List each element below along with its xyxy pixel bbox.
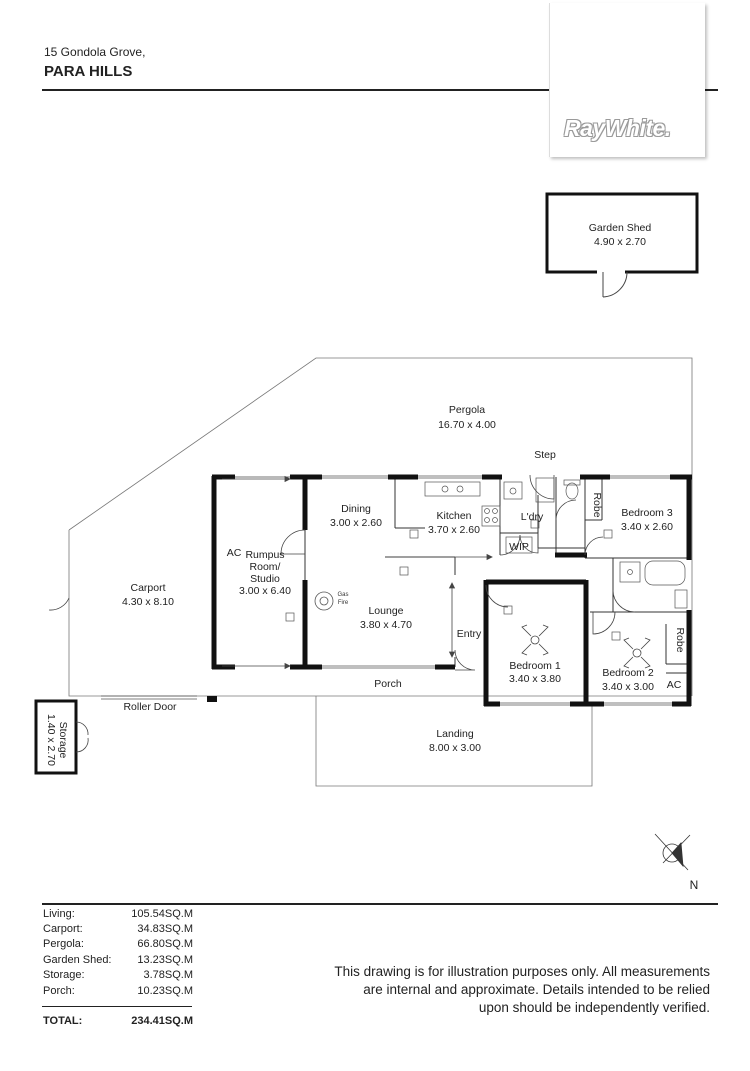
area-row: Storage: 3.78SQ.M [43, 968, 193, 983]
shed-door-swing [602, 271, 628, 298]
lounge-label: Lounge [368, 605, 403, 617]
area-total-row: TOTAL: 234.41SQ.M [43, 1014, 193, 1029]
roller-door-post [207, 696, 217, 702]
rumpus-dims: 3.00 x 6.40 [239, 585, 291, 597]
compass-icon [654, 833, 691, 871]
area-row: Carport: 34.83SQ.M [43, 922, 193, 937]
robe-bed2-label: Robe [674, 627, 686, 652]
bedroom1-label: Bedroom 1 [509, 660, 561, 672]
area-label: Storage: [43, 969, 85, 981]
dining-dims: 3.00 x 2.60 [330, 517, 382, 529]
footer-rule [42, 903, 718, 905]
shed-door-opening [597, 270, 625, 275]
carport-label: Carport [130, 582, 165, 594]
pergola-outline [68, 357, 693, 697]
disclaimer: This drawing is for illustration purpose… [290, 963, 710, 1017]
rumpus-label-3: Studio [250, 573, 280, 585]
pergola-label: Pergola [449, 404, 485, 416]
area-label: Carport: [43, 923, 83, 935]
bedroom2-label: Bedroom 2 [602, 667, 654, 679]
electrical-points [285, 519, 621, 641]
pergola-dims: 16.70 x 4.00 [438, 419, 496, 431]
landing-dims: 8.00 x 3.00 [429, 742, 481, 754]
step-label: Step [534, 449, 556, 461]
area-row: Pergola: 66.80SQ.M [43, 937, 193, 952]
rumpus-label-1: Rumpus [245, 549, 284, 561]
total-value: 234.41SQ.M [131, 1015, 193, 1027]
bedroom2-dims: 3.40 x 3.00 [602, 681, 654, 693]
carport-dims: 4.30 x 8.10 [122, 596, 174, 608]
area-label: Garden Shed: [43, 954, 112, 966]
header-rule [42, 89, 718, 91]
garden-shed-dims: 4.90 x 2.70 [594, 236, 646, 248]
total-label: TOTAL: [43, 1015, 83, 1027]
robe-bed3-label: Robe [591, 492, 603, 517]
garden-shed-label: Garden Shed [589, 222, 652, 234]
exterior-walls [211, 474, 692, 707]
area-value: 13.23SQ.M [137, 954, 193, 966]
storage-label: Storage [57, 722, 69, 759]
bedroom3-dims: 3.40 x 2.60 [621, 521, 673, 533]
entry-label: Entry [457, 628, 482, 640]
bed2-ac-label: AC [667, 679, 682, 691]
area-value: 10.23SQ.M [137, 985, 193, 997]
laundry-label: L'dry [521, 511, 544, 523]
porch-label: Porch [374, 678, 402, 690]
logo-panel: RayWhite. [549, 3, 705, 157]
gas-fire-label-2: Fire [338, 600, 349, 606]
compass-north-label: N [690, 878, 699, 892]
wip-label: WIP [509, 541, 529, 553]
bedroom3-label: Bedroom 3 [621, 507, 673, 519]
rumpus-label-2: Room/ [250, 561, 281, 573]
area-table-rule [42, 1006, 192, 1007]
floor-plan: Garden Shed 4.90 x 2.70 Pergola 16.70 x … [34, 192, 699, 892]
windows [101, 475, 672, 706]
disclaimer-line: This drawing is for illustration purpose… [334, 964, 710, 979]
gas-fire-label-1: Gas [337, 592, 348, 598]
dining-label: Dining [341, 503, 371, 515]
door-swings [48, 474, 636, 671]
lounge-dims: 3.80 x 4.70 [360, 619, 412, 631]
landing-outline [315, 696, 593, 787]
ray-white-logo: RayWhite. [564, 115, 671, 141]
area-label: Porch: [43, 985, 75, 997]
disclaimer-line: are internal and approximate. Details in… [363, 982, 710, 997]
rumpus-ac-label: AC [227, 547, 242, 559]
kitchen-dims: 3.70 x 2.60 [428, 524, 480, 536]
gas-fire-icon [314, 591, 334, 611]
roller-door-label: Roller Door [123, 701, 177, 713]
area-label: Pergola: [43, 938, 84, 950]
area-value: 66.80SQ.M [137, 938, 193, 950]
disclaimer-line: upon should be independently verified. [478, 1000, 710, 1015]
area-label: Living: [43, 908, 75, 920]
area-value: 105.54SQ.M [131, 908, 193, 920]
bedroom1-dims: 3.40 x 3.80 [509, 673, 561, 685]
ceiling-fans [521, 624, 651, 669]
fixtures [424, 477, 688, 609]
area-value: 3.78SQ.M [143, 969, 193, 981]
area-row: Porch: 10.23SQ.M [43, 984, 193, 999]
area-row: Living: 105.54SQ.M [43, 907, 193, 922]
sliding-doors [222, 475, 493, 670]
suburb-title: PARA HILLS [44, 63, 133, 80]
area-row: Garden Shed: 13.23SQ.M [43, 953, 193, 968]
landing-label: Landing [436, 728, 474, 740]
storage-dims: 1.40 x 2.70 [45, 714, 57, 766]
area-value: 34.83SQ.M [137, 923, 193, 935]
storage-walls [34, 699, 78, 775]
address-line: 15 Gondola Grove, [44, 45, 146, 59]
kitchen-label: Kitchen [436, 510, 471, 522]
